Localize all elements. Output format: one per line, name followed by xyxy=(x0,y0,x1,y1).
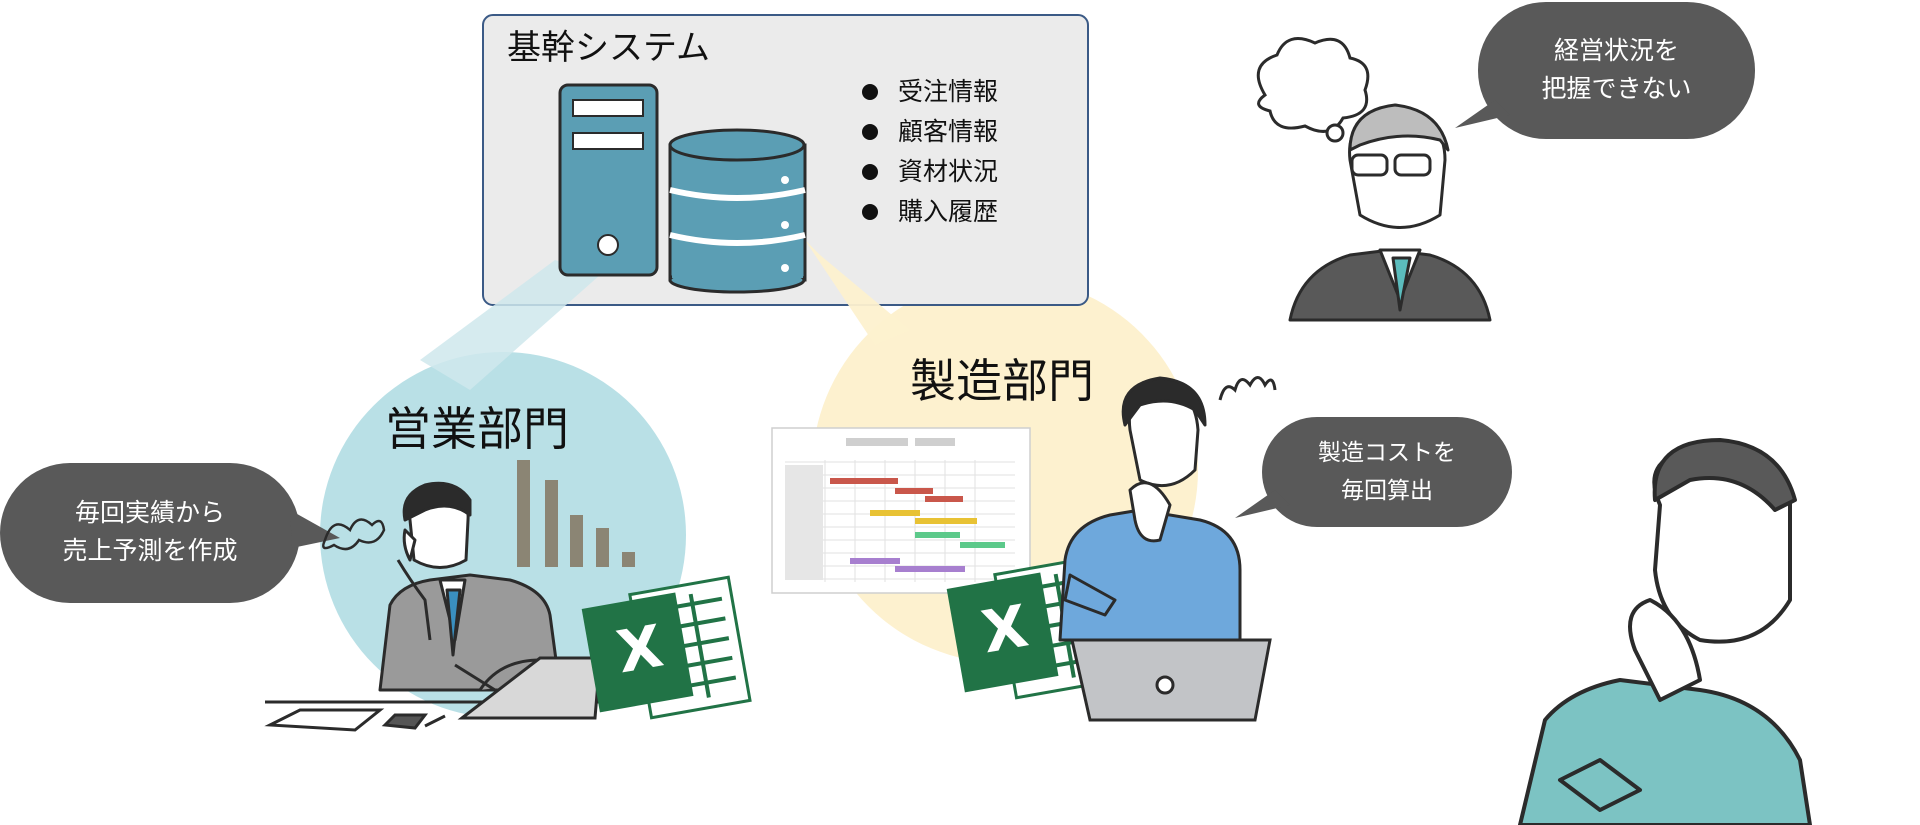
bullet-icon xyxy=(862,124,878,140)
manufacturing-worker-figure xyxy=(1058,376,1242,642)
sales-bubble-line-2: 売上予測を作成 xyxy=(62,536,238,565)
system-item-label: 購入履歴 xyxy=(898,197,999,226)
manufacturing-bubble-line-2: 毎回算出 xyxy=(1341,478,1433,504)
manufacturing-bubble-line-1: 製造コストを xyxy=(1318,440,1456,466)
executive-bubble-text: 経営状況を 把握できない xyxy=(1478,32,1755,108)
sales-beam xyxy=(420,260,600,390)
stress-scribble-icon xyxy=(322,518,386,551)
factory-worker-figure xyxy=(1518,438,1812,825)
laptop-icon xyxy=(1070,638,1272,722)
system-item-order-info: 受注情報 xyxy=(862,72,998,112)
excel-x-glyph-sales: X xyxy=(611,611,668,687)
executive-speech-bubble xyxy=(1455,2,1755,139)
bullet-icon xyxy=(862,204,878,220)
gantt-spreadsheet xyxy=(771,427,1031,594)
server-icon xyxy=(558,83,659,277)
database-icon xyxy=(668,128,807,294)
excel-icon-sales xyxy=(581,575,752,720)
manufacturing-beam xyxy=(805,240,910,345)
executive-bubble-line-2: 把握できない xyxy=(1541,74,1692,103)
system-item-label: 受注情報 xyxy=(898,77,999,106)
excel-x-glyph-manufacturing: X xyxy=(976,591,1033,667)
sales-bubble-text: 毎回実績から 売上予測を作成 xyxy=(0,494,300,570)
desk-items xyxy=(264,656,735,732)
manufacturing-speech-bubble xyxy=(1235,417,1512,527)
system-items-list: 受注情報 顧客情報 資材状況 購入履歴 xyxy=(862,72,998,232)
system-item-materials-status: 資材状況 xyxy=(862,152,998,192)
executive-bubble-line-1: 経営状況を xyxy=(1553,36,1679,65)
sales-bubble-line-1: 毎回実績から xyxy=(74,498,225,527)
sales-department-title: 営業部門 xyxy=(385,402,569,456)
thought-cloud-icon xyxy=(1256,37,1370,143)
system-item-label: 顧客情報 xyxy=(898,117,999,146)
sales-speech-bubble xyxy=(0,463,340,603)
system-title: 基幹システム xyxy=(507,28,710,68)
system-item-purchase-history: 購入履歴 xyxy=(862,192,998,232)
worry-lines-icon xyxy=(1218,376,1277,401)
manufacturing-bubble-text: 製造コストを 毎回算出 xyxy=(1262,434,1512,510)
bullet-icon xyxy=(862,164,878,180)
system-item-customer-info: 顧客情報 xyxy=(862,112,998,152)
sales-bar-chart xyxy=(517,460,635,567)
sales-worker-figure xyxy=(378,481,562,692)
manufacturing-department-title: 製造部門 xyxy=(910,354,1094,408)
executive-figure xyxy=(1288,103,1492,322)
system-item-label: 資材状況 xyxy=(898,157,999,186)
bullet-icon xyxy=(862,84,878,100)
